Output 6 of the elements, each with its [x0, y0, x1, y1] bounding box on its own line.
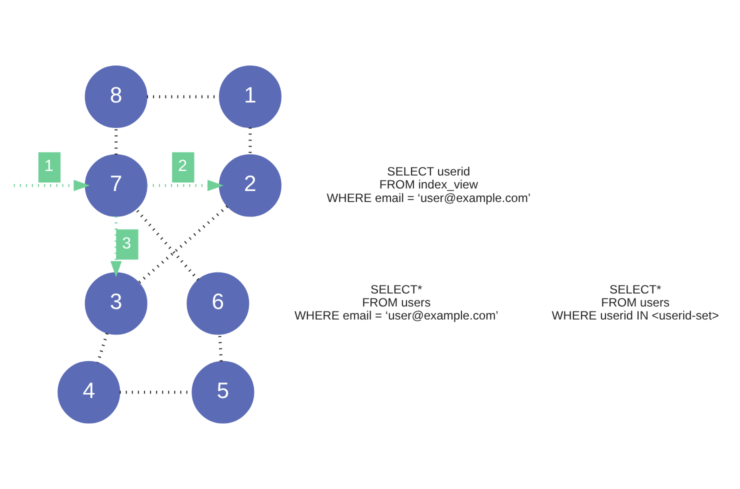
- edge-label: 2: [178, 157, 188, 176]
- edge-label: 3: [122, 234, 132, 252]
- label: SELECT userid FROM index_view WHERE email = ‘user@example.com’: [326, 164, 531, 205]
- edge-label: 1: [44, 157, 54, 176]
- label: SELECT* FROM users WHERE email = ‘user@example.com’: [294, 282, 498, 323]
- label: SELECT* FROM users WHERE userid IN <userid-set>: [552, 282, 719, 323]
